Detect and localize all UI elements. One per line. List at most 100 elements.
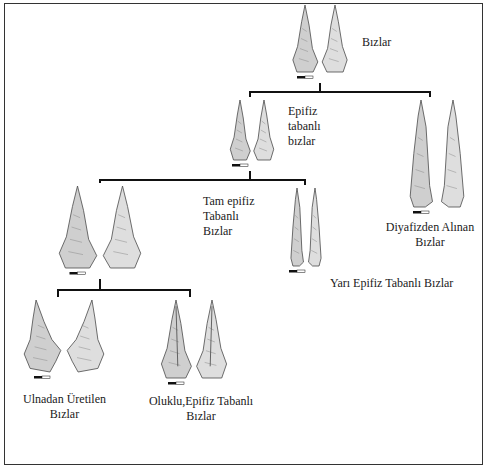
bone-texture <box>330 49 338 52</box>
frame-border <box>5 4 483 465</box>
bone-texture <box>416 170 425 173</box>
bone-drawing <box>230 100 250 160</box>
awl-illustration <box>405 100 469 215</box>
awl-type-node: Oluklu,Epifiz Tabanlı Bızlar <box>138 300 266 426</box>
type-label: Diyafizden Alınan Bızlar <box>378 220 482 250</box>
bone-texture <box>72 227 82 230</box>
scale-bar <box>176 382 184 385</box>
bone-drawing <box>309 188 322 266</box>
awl-illustration <box>55 186 145 276</box>
awl-type-node: Diyafizden Alınan Bızlar <box>378 100 484 252</box>
bone-texture <box>294 239 299 242</box>
bone-texture <box>77 358 91 361</box>
scale-bar <box>305 76 313 79</box>
tree-bracket <box>100 279 190 297</box>
bone-drawing <box>441 100 463 207</box>
bone-texture <box>36 336 45 339</box>
bone-texture <box>450 137 455 140</box>
bone-drawing <box>197 300 227 378</box>
awl-type-node: Yarı Epifiz Tabanlı Bızlar <box>288 188 455 293</box>
groove-line <box>176 306 178 366</box>
bone-texture <box>295 227 299 230</box>
bone-drawing <box>293 5 318 72</box>
bone-texture <box>117 227 127 230</box>
bone-texture <box>79 347 91 350</box>
type-label: Epifiz tabanlı bızlar <box>288 104 343 149</box>
type-label: Yarı Epifiz Tabanlı Bızlar <box>330 276 453 291</box>
scale-bar <box>240 164 248 167</box>
bone-texture <box>293 250 299 253</box>
bone-texture <box>448 170 457 173</box>
scale-bar <box>297 76 305 79</box>
bone-texture <box>300 49 308 52</box>
awl-illustration <box>228 100 276 168</box>
awl-illustration <box>158 300 230 386</box>
scale-bar <box>70 272 78 275</box>
bone-texture <box>259 148 267 151</box>
awl-type-node: Epifiz tabanlı bızlar <box>228 100 345 168</box>
scale-bar <box>232 164 240 167</box>
awl-type-node: Bızlar <box>290 5 393 80</box>
bone-texture <box>313 227 317 230</box>
tree-bracket <box>100 171 250 183</box>
bone-texture <box>115 239 127 242</box>
bone-texture <box>169 362 181 365</box>
bone-texture <box>80 336 89 339</box>
bone-texture <box>238 121 242 124</box>
bone-drawing <box>410 100 432 207</box>
bone-texture <box>73 215 80 218</box>
bone-drawing <box>291 188 304 266</box>
bone-texture <box>68 252 83 255</box>
tree-bracket <box>250 171 305 185</box>
tree-bracket <box>58 279 100 297</box>
bone-texture <box>332 28 337 31</box>
scale-bar <box>78 272 86 275</box>
bone-texture <box>237 130 242 133</box>
bone-drawing <box>24 300 61 372</box>
bone-texture <box>235 148 243 151</box>
bone-texture <box>418 137 423 140</box>
bone-texture <box>260 139 266 142</box>
type-label: Oluklu,Epifiz Tabanlı Bızlar <box>138 394 264 424</box>
bone-texture <box>302 28 307 31</box>
bone-texture <box>113 252 128 255</box>
bone-texture <box>313 215 316 218</box>
bone-texture <box>295 215 298 218</box>
bone-drawing <box>59 186 96 268</box>
bone-texture <box>311 250 317 253</box>
awl-type-node: Ulnadan Üretilen Bızlar <box>12 300 119 424</box>
bone-texture <box>173 327 179 330</box>
bone-texture <box>35 347 47 350</box>
bone-drawing <box>67 300 104 372</box>
awl-illustration <box>290 5 350 80</box>
scale-bar <box>413 211 421 214</box>
tree-bracket <box>320 83 430 97</box>
bone-drawing <box>254 100 274 160</box>
bone-texture <box>449 154 456 157</box>
bone-texture <box>38 325 45 328</box>
bone-drawing <box>322 5 347 72</box>
bone-texture <box>170 351 180 354</box>
bone-texture <box>118 215 125 218</box>
tree-bracket <box>250 83 320 97</box>
bone-texture <box>33 358 47 361</box>
groove-line <box>210 306 212 366</box>
bone-texture <box>301 39 307 42</box>
bone-texture <box>82 325 89 328</box>
awl-type-node: Tam epifiz Tabanlı Bızlar <box>55 186 267 276</box>
bone-drawing <box>103 186 140 268</box>
bone-texture <box>299 59 309 62</box>
scale-bar <box>297 270 305 273</box>
awl-illustration <box>288 188 324 274</box>
bone-drawing <box>161 300 191 378</box>
bone-texture <box>414 186 424 189</box>
scale-bar <box>34 376 42 379</box>
type-label: Ulnadan Üretilen Bızlar <box>12 392 117 422</box>
bone-texture <box>331 39 337 42</box>
bone-texture <box>446 186 456 189</box>
scale-bar <box>168 382 176 385</box>
bone-texture <box>236 139 242 142</box>
scale-bar <box>42 376 50 379</box>
bone-texture <box>261 130 266 133</box>
